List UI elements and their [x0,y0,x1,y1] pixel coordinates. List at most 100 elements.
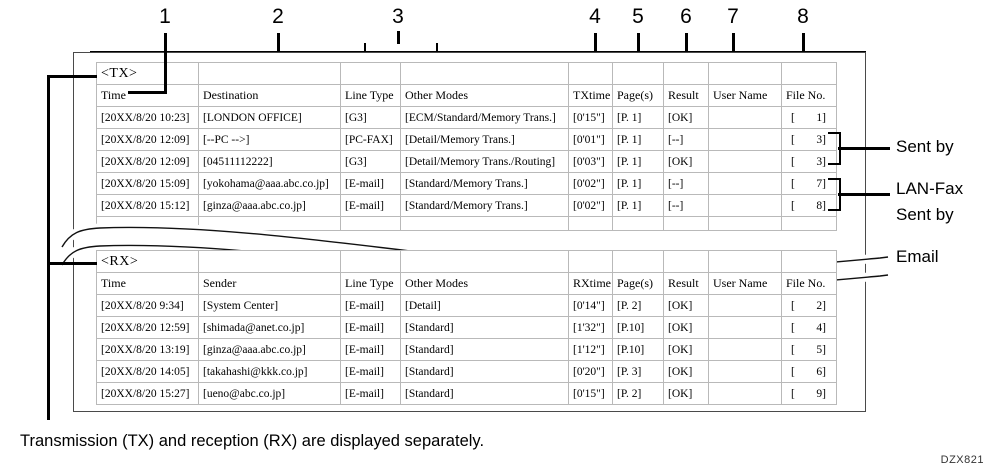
tx-cell-time: [20XX/8/20 10:23] [96,106,199,129]
tx-section-blank-6 [663,62,709,85]
rx-cell-time: [20XX/8/20 15:27] [96,382,199,405]
tx-cell-time: [20XX/8/20 15:09] [96,172,199,195]
rx-cell-sender: [takahashi@kkk.co.jp] [198,360,341,383]
rx-cell-result: [OK] [663,338,709,361]
callout-rule [90,51,866,52]
tx-cell-destination: [04511112222] [198,150,341,173]
callout-number-4: 4 [589,5,601,28]
rx-section-blank-3 [400,250,569,273]
rx-section-blank-1 [198,250,341,273]
tx-cell-file-no: [1] [781,106,837,129]
table-row: [20XX/8/20 15:12] [ginza@aaa.abc.co.jp] … [96,194,837,217]
rx-section-header-row: <RX> [96,250,837,273]
rx-header-user-name: User Name [708,272,782,295]
tx-cell-other-modes: [Standard/Memory Trans.] [400,194,569,217]
callout-number-3: 3 [392,5,404,28]
tx-cell-result: [OK] [663,150,709,173]
rx-cell-file-no: [4] [781,316,837,339]
rx-cell-other-modes: [Standard] [400,316,569,339]
rx-cell-time: [20XX/8/20 12:59] [96,316,199,339]
tx-blank-cell [400,216,569,231]
tx-journal-table: <TX> Time Destination Line Type Other Mo… [96,62,837,231]
rx-header-line-type: Line Type [340,272,401,295]
rx-section-blank-8 [781,250,837,273]
rx-cell-user-name [708,338,782,361]
rx-cell-result: [OK] [663,294,709,317]
tx-header-file-no: File No. [781,84,837,107]
rx-cell-line-type: [E-mail] [340,316,401,339]
table-row: [20XX/8/20 13:19] [ginza@aaa.abc.co.jp] … [96,338,837,361]
left-leader-arm-tx [47,75,97,78]
table-row: [20XX/8/20 15:09] [yokohama@aaa.abc.co.j… [96,172,837,195]
tx-cell-other-modes: [Detail/Memory Trans.] [400,128,569,151]
tx-cell-result: [OK] [663,106,709,129]
rx-header-other-modes: Other Modes [400,272,569,295]
table-row: [20XX/8/20 12:09] [--PC -->] [PC-FAX] [D… [96,128,837,151]
callout-number-1: 1 [159,5,171,28]
tx-cell-line-type: [G3] [340,150,401,173]
email-label: Sent by Email [896,183,954,267]
rx-cell-sender: [ueno@abc.co.jp] [198,382,341,405]
tx-cell-other-modes: [Detail/Memory Trans./Routing] [400,150,569,173]
tx-blank-cell [708,216,782,231]
tx-cell-txtime: [0'03"] [568,150,613,173]
rx-cell-result: [OK] [663,316,709,339]
rx-header-rxtime: RXtime [568,272,613,295]
tx-cell-file-no: [7] [781,172,837,195]
rx-fileno-value: 2] [816,299,826,312]
tx-blank-cell [781,216,837,231]
tx-cell-destination: [ginza@aaa.abc.co.jp] [198,194,341,217]
rx-fileno-bracket: [ [791,343,795,356]
rx-cell-time: [20XX/8/20 13:19] [96,338,199,361]
tx-cell-txtime: [0'02"] [568,172,613,195]
tx-cell-txtime: [0'02"] [568,194,613,217]
callout-number-7: 7 [727,5,739,28]
tx-cell-line-type: [G3] [340,106,401,129]
tx-cell-time: [20XX/8/20 15:12] [96,194,199,217]
rx-cell-line-type: [E-mail] [340,382,401,405]
callout-number-2: 2 [272,5,284,28]
tx-cell-destination: [yokohama@aaa.abc.co.jp] [198,172,341,195]
email-label-line1: Sent by [896,205,954,224]
rx-cell-other-modes: [Detail] [400,294,569,317]
tx-cell-time: [20XX/8/20 12:09] [96,150,199,173]
tx-cell-user-name [708,194,782,217]
rx-section-blank-5 [612,250,664,273]
rx-journal-table: <RX> Time Sender Line Type Other Modes R… [96,250,837,405]
rx-cell-line-type: [E-mail] [340,360,401,383]
rx-fileno-bracket: [ [791,387,795,400]
tx-cell-file-no: [8] [781,194,837,217]
tx-section-blank-2 [340,62,401,85]
tx-cell-line-type: [E-mail] [340,172,401,195]
callout-tick-5 [637,33,640,52]
rx-cell-rxtime: [1'32"] [568,316,613,339]
rx-column-header-row: Time Sender Line Type Other Modes RXtime… [96,272,837,295]
rx-fileno-value: 5] [816,343,826,356]
rx-header-pages: Page(s) [612,272,664,295]
tx-cell-pages: [P. 1] [612,150,664,173]
rx-fileno-bracket: [ [791,299,795,312]
tx-cell-user-name [708,128,782,151]
rx-cell-pages: [P. 2] [612,294,664,317]
tx-cell-other-modes: [Standard/Memory Trans.] [400,172,569,195]
rx-section-blank-4 [568,250,613,273]
tx-section-blank-5 [612,62,664,85]
rx-cell-rxtime: [0'15"] [568,382,613,405]
tx-cell-pages: [P. 1] [612,194,664,217]
figure-caption: Transmission (TX) and reception (RX) are… [20,432,485,450]
callout-tick-8 [802,33,805,52]
figure-code: DZX821 [940,454,984,466]
rx-section-blank-6 [663,250,709,273]
rx-cell-time: [20XX/8/20 9:34] [96,294,199,317]
tx-trailing-blank-row [96,216,837,231]
tx-section-blank-1 [198,62,341,85]
tx-section-blank-7 [708,62,782,85]
rx-cell-pages: [P. 2] [612,382,664,405]
tx-cell-time: [20XX/8/20 12:09] [96,128,199,151]
tx-blank-cell [663,216,709,231]
rx-cell-pages: [P. 3] [612,360,664,383]
rx-header-result: Result [663,272,709,295]
rx-cell-sender: [System Center] [198,294,341,317]
tx-cell-destination: [--PC -->] [198,128,341,151]
